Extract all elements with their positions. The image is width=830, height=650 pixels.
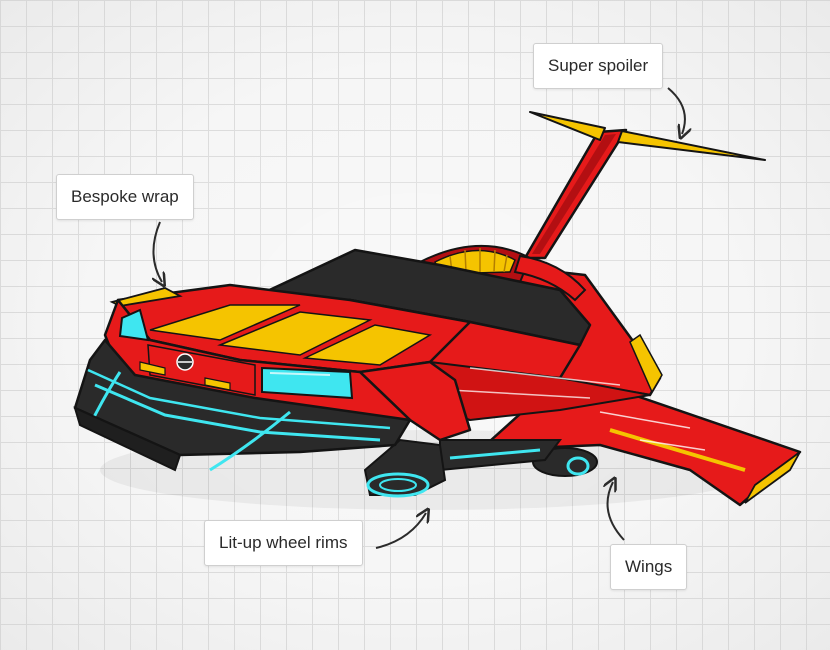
label-bespoke-wrap: Bespoke wrap: [56, 174, 194, 220]
headlight-left: [118, 308, 150, 342]
curved-arrow-icon: [375, 513, 426, 549]
spoiler-blade-right: [617, 130, 766, 161]
front-bumper: [73, 338, 412, 457]
light-streak-right: [209, 410, 291, 472]
hood-stripe-1: [149, 304, 301, 341]
curved-arrow-icon: [153, 221, 162, 282]
hood-stripe-2: [217, 311, 373, 356]
label-super-spoiler: Super spoiler: [533, 43, 664, 89]
label-wheel-rims: Lit-up wheel rims: [204, 520, 363, 566]
spoiler-blade-left: [529, 111, 606, 141]
curved-arrow-icon: [608, 482, 625, 541]
curved-arrow-icon: [667, 87, 685, 134]
label-wings: Wings: [610, 544, 688, 590]
hood-stripe-3: [302, 324, 433, 366]
